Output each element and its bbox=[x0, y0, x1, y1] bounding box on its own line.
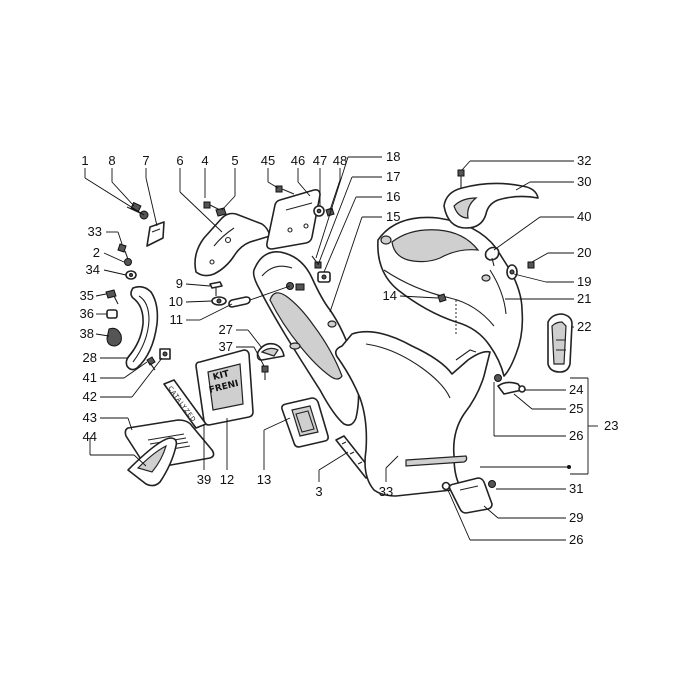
callout-29: 29 bbox=[569, 510, 583, 525]
callout-45: 45 bbox=[261, 153, 275, 168]
callout-23: 23 bbox=[604, 418, 618, 433]
part-screw-45 bbox=[275, 185, 295, 195]
callout-4: 4 bbox=[201, 153, 208, 168]
callout-20: 20 bbox=[577, 245, 591, 260]
part-clip-36 bbox=[106, 309, 118, 319]
part-screw-20 bbox=[527, 261, 535, 269]
part-washer-19 bbox=[506, 264, 518, 280]
callout-11: 11 bbox=[170, 312, 184, 327]
part-washer-47 bbox=[313, 205, 325, 217]
callout-31: 31 bbox=[569, 481, 583, 496]
callout-5: 5 bbox=[231, 153, 238, 168]
callout-19: 19 bbox=[577, 274, 591, 289]
callout-46: 46 bbox=[291, 153, 305, 168]
part-screw-9 bbox=[209, 281, 223, 296]
callout-36: 36 bbox=[80, 306, 94, 321]
part-tail-light-22 bbox=[547, 313, 573, 373]
part-pad-38 bbox=[106, 327, 122, 347]
callout-48: 48 bbox=[333, 153, 347, 168]
part-brake-kit-bag-12: KIT FRENI bbox=[195, 349, 254, 426]
callout-18: 18 bbox=[386, 149, 400, 164]
callout-2: 2 bbox=[93, 245, 100, 260]
part-grommet-40 bbox=[484, 246, 500, 267]
callout-30: 30 bbox=[577, 174, 591, 189]
leader-lines bbox=[84, 156, 598, 541]
part-screw-31 bbox=[488, 480, 496, 488]
callout-33-lower: 33 bbox=[379, 484, 393, 499]
callout-25: 25 bbox=[569, 401, 583, 416]
part-screw-24 bbox=[518, 385, 526, 393]
part-handle-28 bbox=[125, 285, 159, 371]
callout-26-lower: 26 bbox=[569, 532, 583, 547]
callout-42: 42 bbox=[83, 389, 97, 404]
part-nut-42 bbox=[159, 348, 171, 360]
callout-15: 15 bbox=[386, 209, 400, 224]
part-leg-shield-23 bbox=[334, 330, 491, 497]
callout-7: 7 bbox=[142, 153, 149, 168]
leader-dot-23 bbox=[567, 465, 571, 469]
callout-43: 43 bbox=[83, 410, 97, 425]
part-screw-37 bbox=[261, 365, 269, 380]
part-clip-34 bbox=[125, 270, 137, 280]
callout-13: 13 bbox=[257, 472, 271, 487]
callout-14: 14 bbox=[383, 288, 397, 303]
callout-12: 12 bbox=[220, 472, 234, 487]
part-bracket-7 bbox=[146, 221, 165, 247]
part-nut-5 bbox=[215, 207, 227, 217]
brake-kit-label-line1: KIT bbox=[212, 369, 231, 383]
part-cap-27 bbox=[256, 342, 285, 361]
callout-28: 28 bbox=[83, 350, 97, 365]
callout-16: 16 bbox=[386, 189, 400, 204]
part-pin-11 bbox=[228, 296, 251, 308]
part-grab-rail-30 bbox=[443, 182, 539, 229]
callout-3: 3 bbox=[315, 484, 322, 499]
part-nut-2 bbox=[124, 258, 132, 266]
callout-32: 32 bbox=[577, 153, 591, 168]
part-plate-46 bbox=[266, 189, 321, 250]
part-clip-10 bbox=[211, 296, 227, 306]
callout-40: 40 bbox=[577, 209, 591, 224]
part-screw-35 bbox=[105, 289, 119, 305]
callout-35: 35 bbox=[80, 288, 94, 303]
callout-27: 27 bbox=[219, 322, 233, 337]
callout-39: 39 bbox=[197, 472, 211, 487]
part-screw-32 bbox=[457, 169, 465, 188]
part-clip-16 bbox=[317, 271, 331, 283]
callout-33-left: 33 bbox=[88, 224, 102, 239]
callout-8: 8 bbox=[108, 153, 115, 168]
callout-6: 6 bbox=[176, 153, 183, 168]
callout-34: 34 bbox=[86, 262, 100, 277]
part-nut-26-upper bbox=[494, 374, 502, 382]
callout-41: 41 bbox=[83, 370, 97, 385]
part-headlight-13 bbox=[281, 397, 329, 448]
callout-9: 9 bbox=[176, 276, 183, 291]
callout-26-upper: 26 bbox=[569, 428, 583, 443]
callout-numbers: 1 8 7 6 4 5 45 46 47 48 18 17 16 15 32 3… bbox=[80, 149, 619, 547]
part-front-shield-15 bbox=[252, 251, 360, 426]
callout-24: 24 bbox=[569, 382, 583, 397]
callout-38: 38 bbox=[80, 326, 94, 341]
callout-21: 21 bbox=[577, 291, 591, 306]
callout-10: 10 bbox=[169, 294, 183, 309]
part-screw-4 bbox=[203, 201, 221, 211]
callout-37: 37 bbox=[219, 339, 233, 354]
part-screw-14 bbox=[437, 293, 447, 303]
callout-17: 17 bbox=[386, 169, 400, 184]
callout-47: 47 bbox=[313, 153, 327, 168]
part-nut-26-lower bbox=[441, 481, 451, 491]
part-screw-18 bbox=[311, 255, 319, 265]
callout-44: 44 bbox=[83, 429, 97, 444]
callout-1: 1 bbox=[81, 153, 88, 168]
callout-22: 22 bbox=[577, 319, 591, 334]
